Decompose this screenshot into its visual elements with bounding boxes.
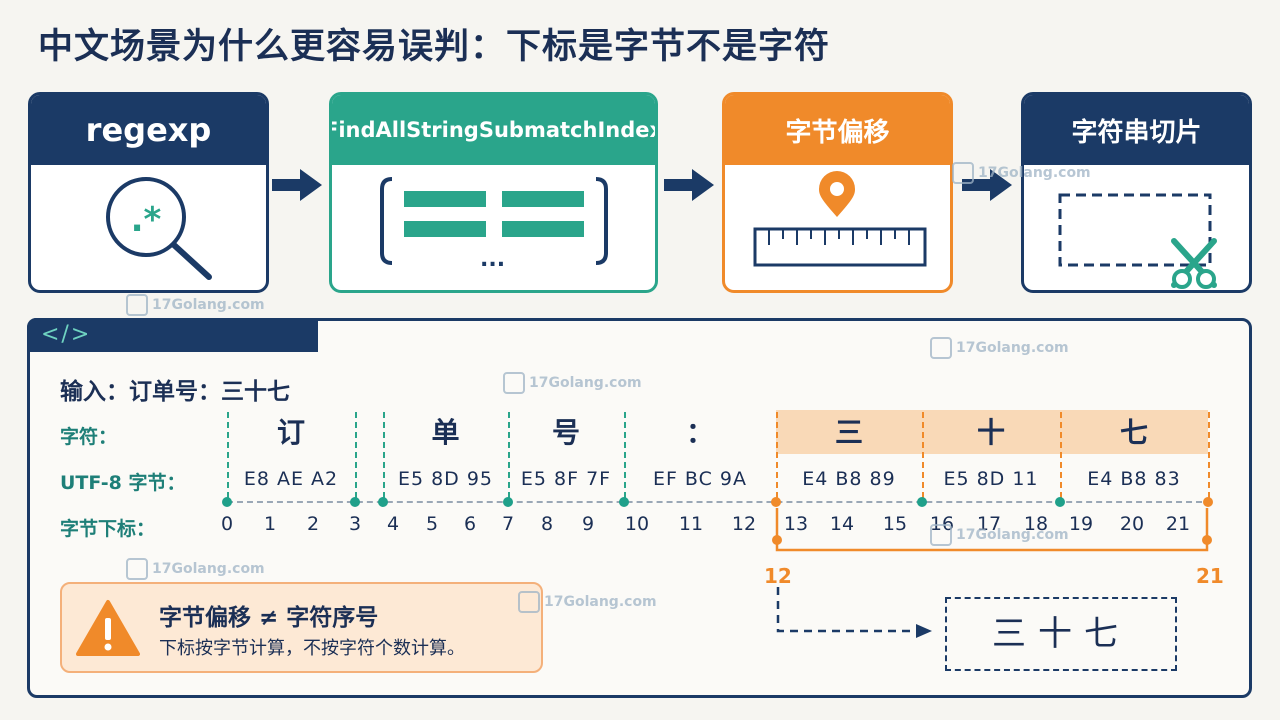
arrow-right-icon bbox=[272, 169, 322, 201]
boundary-dot bbox=[378, 497, 388, 507]
result-arrow bbox=[776, 587, 932, 638]
byte-index: 2 bbox=[306, 513, 320, 535]
char-cell: ： bbox=[685, 416, 714, 449]
find-index-card: FindAllStringSubmatchIndex ... bbox=[329, 92, 658, 293]
boundary-dot bbox=[771, 497, 781, 507]
char-boundary bbox=[355, 412, 357, 498]
index-baseline bbox=[227, 501, 1212, 503]
byte-index: 0 bbox=[220, 513, 234, 535]
warning-title: 字节偏移 ≠ 字符序号 bbox=[159, 605, 379, 631]
magnifier-icon: .* bbox=[106, 177, 212, 280]
range-bracket bbox=[772, 508, 1212, 552]
boundary-dot bbox=[917, 497, 927, 507]
highlight-band bbox=[776, 410, 1208, 454]
byte-index: 14 bbox=[829, 513, 855, 535]
watermark: 17Golang.com bbox=[930, 524, 1069, 546]
regexp-card-title: regexp bbox=[31, 95, 266, 165]
byte-index: 9 bbox=[581, 513, 595, 535]
byte-index: 21 bbox=[1165, 513, 1191, 535]
slice-result: 三十七 bbox=[945, 597, 1177, 671]
char-boundary bbox=[227, 412, 229, 498]
byte-index: 17 bbox=[976, 513, 1002, 535]
byte-cell: EF BC 9A bbox=[652, 468, 748, 490]
byte-index: 20 bbox=[1119, 513, 1145, 535]
byte-index: 11 bbox=[678, 513, 704, 535]
boundary-dot bbox=[1203, 497, 1213, 507]
byte-index: 4 bbox=[386, 513, 400, 535]
page-title: 中文场景为什么更容易误判：下标是字节不是字符 bbox=[38, 27, 831, 67]
byte-index: 15 bbox=[882, 513, 908, 535]
char-cell: 单 bbox=[431, 416, 460, 449]
char-boundary bbox=[1060, 412, 1062, 498]
watermark: 17Golang.com bbox=[930, 337, 1069, 359]
byte-index: 6 bbox=[463, 513, 477, 535]
ellipsis: ... bbox=[480, 247, 506, 272]
regex-glyph: .* bbox=[131, 200, 162, 240]
string-slice-card: 字符串切片 bbox=[1021, 92, 1252, 293]
boundary-dot bbox=[350, 497, 360, 507]
index-array-icon bbox=[380, 177, 608, 265]
watermark: 17Golang.com bbox=[126, 558, 265, 580]
boundary-dot bbox=[619, 497, 629, 507]
char-boundary bbox=[1208, 412, 1210, 498]
bytes-row-label: UTF-8 字节： bbox=[60, 472, 186, 494]
byte-index: 8 bbox=[540, 513, 554, 535]
regexp-card: regexp .* bbox=[28, 92, 269, 293]
byte-index: 12 bbox=[731, 513, 757, 535]
byte-offset-card-title: 字节偏移 bbox=[725, 95, 950, 165]
range-start-label: 12 bbox=[764, 564, 792, 588]
byte-cell: E5 8D 95 bbox=[397, 468, 494, 490]
char-boundary bbox=[776, 412, 778, 498]
watermark: 17Golang.com bbox=[126, 294, 265, 316]
byte-cell: E8 AE A2 bbox=[243, 468, 339, 490]
arrow-right-icon bbox=[664, 169, 714, 201]
char-cell: 三 bbox=[834, 416, 863, 449]
byte-offset-card: 字节偏移 bbox=[722, 92, 953, 293]
byte-cell: E5 8F 7F bbox=[520, 468, 612, 490]
input-line: 输入：订单号：三十七 bbox=[60, 379, 290, 405]
byte-index: 5 bbox=[425, 513, 439, 535]
scissors-icon bbox=[1058, 193, 1217, 289]
watermark: 17Golang.com bbox=[503, 372, 642, 394]
warning-icon bbox=[76, 600, 140, 656]
char-cell: 订 bbox=[276, 416, 305, 449]
byte-index: 18 bbox=[1023, 513, 1049, 535]
index-row-label: 字节下标： bbox=[60, 518, 156, 540]
char-boundary bbox=[624, 412, 626, 498]
char-cell: 号 bbox=[551, 416, 580, 449]
byte-index: 10 bbox=[624, 513, 650, 535]
boundary-dot bbox=[503, 497, 513, 507]
byte-cell: E4 B8 83 bbox=[1087, 468, 1181, 490]
char-boundary bbox=[383, 412, 385, 498]
byte-index: 7 bbox=[501, 513, 515, 535]
char-cell: 十 bbox=[976, 416, 1005, 449]
ruler-icon bbox=[753, 171, 927, 267]
watermark: 17Golang.com bbox=[518, 591, 657, 613]
byte-index: 3 bbox=[348, 513, 362, 535]
boundary-dot bbox=[1055, 497, 1065, 507]
byte-cell: E5 8D 11 bbox=[943, 468, 1039, 490]
warning-box: 字节偏移 ≠ 字符序号 下标按字节计算，不按字符个数计算。 bbox=[60, 582, 543, 673]
byte-index: 19 bbox=[1068, 513, 1094, 535]
chars-row-label: 字符： bbox=[60, 426, 118, 448]
range-end-label: 21 bbox=[1196, 564, 1224, 588]
find-index-card-title: FindAllStringSubmatchIndex bbox=[332, 95, 655, 165]
string-slice-card-title: 字符串切片 bbox=[1024, 95, 1249, 165]
char-cell: 七 bbox=[1119, 416, 1148, 449]
code-tag: </> bbox=[27, 318, 318, 352]
char-boundary bbox=[508, 412, 510, 498]
byte-index: 1 bbox=[263, 513, 277, 535]
byte-cell: E4 B8 89 bbox=[802, 468, 896, 490]
watermark: 17Golang.com bbox=[952, 162, 1091, 184]
char-boundary bbox=[922, 412, 924, 498]
byte-index: 13 bbox=[783, 513, 809, 535]
boundary-dot bbox=[222, 497, 232, 507]
warning-body: 下标按字节计算，不按字符个数计算。 bbox=[159, 638, 465, 659]
